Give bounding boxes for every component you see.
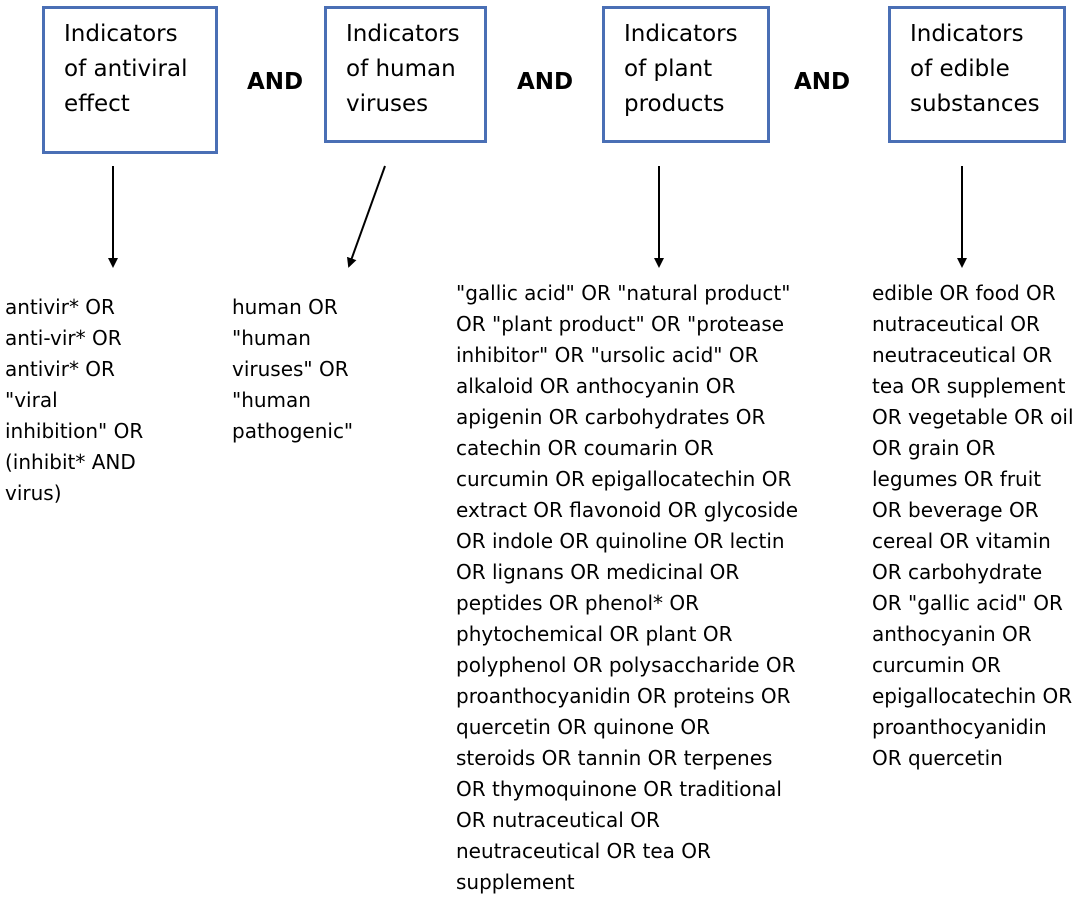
heading-box-edible-substances: Indicators of edible substances bbox=[888, 6, 1066, 143]
and-connector-1: AND bbox=[247, 69, 304, 95]
and-connector-3: AND bbox=[794, 69, 851, 95]
terms-human-viruses: human OR "human viruses" OR "human patho… bbox=[232, 295, 354, 443]
terms-antiviral-effect: antivir* OR anti-vir* OR antivir* OR "vi… bbox=[5, 295, 144, 505]
and-connector-2: AND bbox=[517, 69, 574, 95]
terms-plant-products: "gallic acid" OR "natural product" OR "p… bbox=[456, 281, 799, 894]
terms-edible-substances: edible OR food OR nutraceutical OR neutr… bbox=[872, 281, 1074, 770]
arrow-human-viruses bbox=[347, 165, 386, 268]
heading-box-antiviral-effect: Indicators of antiviral effect bbox=[42, 6, 218, 154]
heading-box-plant-products: Indicators of plant products bbox=[602, 6, 770, 143]
heading-box-human-viruses: Indicators of human viruses bbox=[324, 6, 487, 143]
